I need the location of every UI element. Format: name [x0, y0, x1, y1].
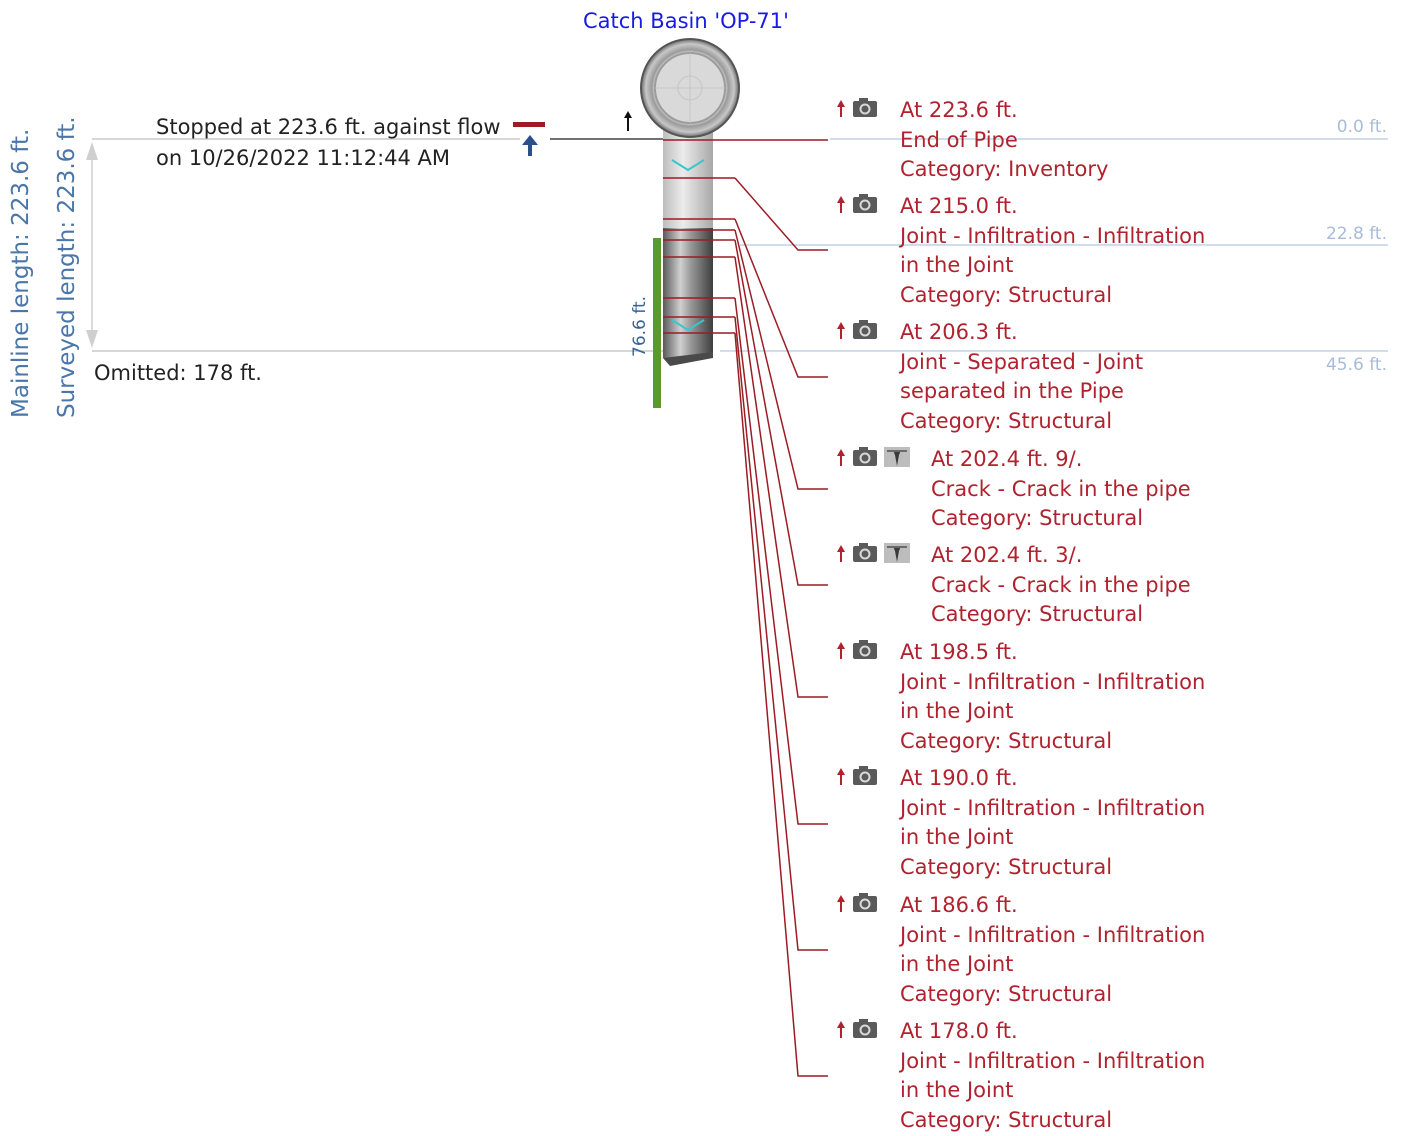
observation-detail: Joint - Infiltration - Infiltration [900, 921, 1205, 951]
observation-icons [836, 1019, 878, 1039]
arrow-up-icon [836, 1020, 846, 1038]
observation-detail: in the Joint [900, 1076, 1205, 1106]
observation-leader-line [735, 178, 828, 250]
observation-icons [836, 543, 910, 563]
observation-icons [836, 98, 878, 118]
direction-up-icon [522, 135, 538, 156]
observation-detail: Category: Structural [900, 980, 1205, 1010]
scale-mark-1: 22.8 ft. [1326, 224, 1387, 244]
observation-distance: At 202.4 ft. 3/. [931, 541, 1191, 571]
observation-detail: Category: Structural [900, 281, 1205, 311]
camera-icon[interactable] [852, 447, 878, 467]
observation-text: At 215.0 ft.Joint - Infiltration - Infil… [900, 192, 1205, 310]
observation-distance: At 215.0 ft. [900, 192, 1205, 222]
scale-mark-2: 45.6 ft. [1326, 355, 1387, 375]
observation-detail: Joint - Infiltration - Infiltration [900, 668, 1205, 698]
arrow-up-icon [836, 448, 846, 466]
surveyed-length-label: Surveyed length: 223.6 ft. [54, 116, 80, 418]
dimension-arrow-down-icon [86, 330, 98, 348]
arrow-up-icon [836, 195, 846, 213]
camera-icon[interactable] [852, 893, 878, 913]
observation-detail: Crack - Crack in the pipe [931, 571, 1191, 601]
observation-text: At 198.5 ft.Joint - Infiltration - Infil… [900, 638, 1205, 756]
segment-length-label: 76.6 ft. [630, 296, 650, 357]
observation-detail: in the Joint [900, 697, 1205, 727]
camera-icon[interactable] [852, 766, 878, 786]
stop-status-line2: on 10/26/2022 11:12:44 AM [156, 143, 501, 174]
observation-detail: Crack - Crack in the pipe [931, 475, 1191, 505]
observation-text: At 202.4 ft. 3/.Crack - Crack in the pip… [931, 541, 1191, 630]
observation-detail: Category: Structural [900, 1106, 1205, 1136]
observation-distance: At 198.5 ft. [900, 638, 1205, 668]
observation-distance: At 178.0 ft. [900, 1017, 1205, 1047]
observation-distance: At 202.4 ft. 9/. [931, 445, 1191, 475]
observation-detail: in the Joint [900, 950, 1205, 980]
stop-status-line1: Stopped at 223.6 ft. against flow [156, 112, 501, 143]
observation-icons [836, 893, 878, 913]
observation-detail: Category: Structural [931, 600, 1191, 630]
observation-detail: Category: Structural [900, 727, 1205, 757]
observation-detail: Category: Structural [900, 407, 1143, 437]
observation-detail: Joint - Infiltration - Infiltration [900, 1047, 1205, 1077]
observation-detail: in the Joint [900, 823, 1205, 853]
observation-detail: Joint - Separated - Joint [900, 348, 1143, 378]
camera-icon[interactable] [852, 194, 878, 214]
scale-mark-0: 0.0 ft. [1337, 117, 1387, 137]
camera-icon[interactable] [852, 543, 878, 563]
arrow-up-icon [836, 767, 846, 785]
arrow-up-icon [836, 544, 846, 562]
observation-text: At 178.0 ft.Joint - Infiltration - Infil… [900, 1017, 1205, 1135]
camera-icon[interactable] [852, 98, 878, 118]
observation-detail: Joint - Infiltration - Infiltration [900, 794, 1205, 824]
observation-detail: Category: Structural [931, 504, 1191, 534]
observation-icons [836, 640, 878, 660]
observation-distance: At 190.0 ft. [900, 764, 1205, 794]
arrow-up-icon [836, 641, 846, 659]
surveyed-segment-bar [653, 238, 661, 408]
camera-icon[interactable] [852, 320, 878, 340]
observation-detail: in the Joint [900, 251, 1205, 281]
observation-distance: At 206.3 ft. [900, 318, 1143, 348]
dimension-arrow-up-icon [86, 142, 98, 160]
observation-detail: Category: Structural [900, 853, 1205, 883]
observation-detail: End of Pipe [900, 126, 1108, 156]
diagram-title: Catch Basin 'OP-71' [583, 9, 789, 33]
observation-icons [836, 194, 878, 214]
observation-text: At 186.6 ft.Joint - Infiltration - Infil… [900, 891, 1205, 1009]
stop-status: Stopped at 223.6 ft. against flow on 10/… [156, 112, 501, 174]
observation-text: At 190.0 ft.Joint - Infiltration - Infil… [900, 764, 1205, 882]
observation-leader-line [735, 333, 828, 1076]
catch-basin-icon [641, 39, 739, 137]
observation-distance: At 186.6 ft. [900, 891, 1205, 921]
camera-icon[interactable] [852, 640, 878, 660]
arrow-up-icon [836, 894, 846, 912]
pipe-surveyed [663, 228, 713, 358]
observation-icons [836, 320, 878, 340]
observation-distance: At 223.6 ft. [900, 96, 1108, 126]
observation-icons [836, 766, 878, 786]
pipe-upper [663, 120, 713, 240]
observation-leader-line [735, 257, 828, 697]
observation-text: At 223.6 ft.End of PipeCategory: Invento… [900, 96, 1108, 185]
observation-icons [836, 447, 910, 467]
observation-text: At 202.4 ft. 9/.Crack - Crack in the pip… [931, 445, 1191, 534]
arrow-up-icon [836, 321, 846, 339]
observation-detail: Joint - Infiltration - Infiltration [900, 222, 1205, 252]
arrow-up-icon [836, 99, 846, 117]
video-icon[interactable] [884, 447, 910, 467]
video-icon[interactable] [884, 543, 910, 563]
mainline-length-label: Mainline length: 223.6 ft. [8, 129, 34, 418]
observation-detail: Category: Inventory [900, 155, 1108, 185]
camera-icon[interactable] [852, 1019, 878, 1039]
observation-detail: separated in the Pipe [900, 377, 1143, 407]
stop-marker [513, 122, 545, 127]
small-arrow-up-icon [624, 111, 632, 131]
omitted-label: Omitted: 178 ft. [94, 361, 262, 385]
